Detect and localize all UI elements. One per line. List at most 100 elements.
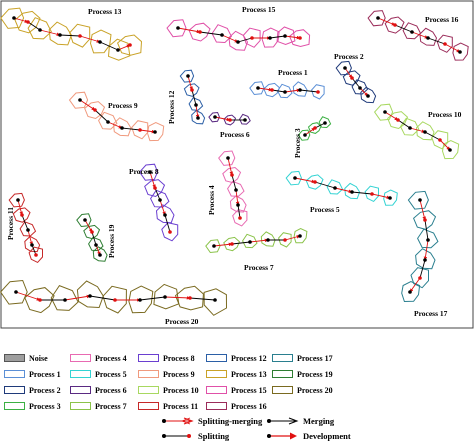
track-link <box>269 35 286 39</box>
track-node <box>268 36 272 40</box>
track-link <box>59 34 81 37</box>
track-link <box>351 191 373 195</box>
process-label-1: Process 1 <box>278 68 308 77</box>
cell-polygon <box>227 180 245 197</box>
track-node <box>266 238 270 242</box>
track-link <box>199 31 223 36</box>
cell-polygon <box>188 97 204 111</box>
cell-polygon <box>14 10 41 34</box>
symbol-label: Development <box>303 431 351 441</box>
cell-polygon <box>203 288 228 316</box>
process-label-8: Process 8 <box>129 167 159 176</box>
cell-polygon <box>12 207 31 223</box>
track-node <box>358 86 362 90</box>
process-label-19: Process 19 <box>107 224 116 258</box>
track-link <box>189 297 216 301</box>
track-node <box>20 213 24 217</box>
legend-label: Process 2 <box>29 385 61 395</box>
cell-polygon <box>98 111 118 130</box>
legend-swatch <box>206 386 227 394</box>
track-node <box>426 36 430 40</box>
legend-splitting-merging: Splitting-merging <box>160 416 262 426</box>
legend-swatch <box>138 354 159 362</box>
development-arrow <box>227 157 234 176</box>
development-arrow <box>13 17 29 23</box>
track-node <box>343 66 347 70</box>
development-arrow <box>164 296 191 300</box>
development-arrow <box>377 17 396 26</box>
legend-item: Process 4 <box>70 352 127 364</box>
development-arrow <box>17 199 23 216</box>
track-node <box>194 103 198 107</box>
track-node <box>248 240 252 244</box>
track-link <box>121 127 141 131</box>
legend-item: Process 8 <box>138 352 195 364</box>
process-1-cluster <box>249 81 325 100</box>
track-node <box>38 28 42 32</box>
process-label-20: Process 20 <box>165 317 199 326</box>
track-node <box>198 30 202 34</box>
legend-item: Process 7 <box>70 400 127 412</box>
cell-polygon <box>48 21 72 46</box>
track-node <box>418 276 422 280</box>
track-node <box>236 203 240 207</box>
cell-polygon <box>441 139 460 160</box>
track-link <box>99 41 119 51</box>
track-link <box>271 89 286 93</box>
cell-polygon <box>285 170 302 186</box>
legend-label: Process 20 <box>297 385 333 395</box>
track-node <box>16 198 20 202</box>
track-node <box>410 30 414 34</box>
track-node <box>283 238 287 242</box>
cell-polygon <box>0 7 25 29</box>
legend-swatch <box>4 386 25 394</box>
track-node <box>153 130 157 134</box>
cell-polygon <box>311 84 325 100</box>
legend-swatch <box>272 370 293 378</box>
development-arrow <box>79 35 101 43</box>
cell-polygon <box>205 239 221 254</box>
process-label-16: Process 16 <box>425 15 459 24</box>
track-node <box>426 238 430 242</box>
track-node <box>298 88 302 92</box>
track-node <box>186 74 190 78</box>
track-node <box>148 170 152 174</box>
process-label-10: Process 10 <box>428 110 462 119</box>
legend-item: Process 6 <box>70 384 127 396</box>
track-link <box>164 214 171 233</box>
cell-polygon <box>28 246 43 264</box>
cell-polygon <box>342 70 361 86</box>
process-label-6: Process 6 <box>220 130 250 139</box>
symbol-label: Splitting-merging <box>198 416 263 426</box>
legend-swatch <box>70 354 91 362</box>
cell-polygon <box>431 130 449 150</box>
development-arrow <box>177 27 201 34</box>
track-node <box>34 253 38 257</box>
track-node <box>83 218 87 222</box>
development-arrow <box>257 87 273 92</box>
track-node <box>423 258 427 262</box>
legend-swatch <box>70 386 91 394</box>
track-node <box>388 196 392 200</box>
development-arrow <box>27 229 33 246</box>
legend-item: Process 2 <box>4 384 61 396</box>
cell-polygon <box>293 227 308 244</box>
cell-polygon <box>223 114 237 126</box>
track-node <box>438 138 442 142</box>
cell-polygon <box>288 29 311 48</box>
legend-label: Process 6 <box>95 385 127 395</box>
track-node <box>383 110 387 114</box>
cell-polygon <box>88 236 104 252</box>
legend-item: Process 1 <box>4 368 61 380</box>
cell-polygon <box>292 81 308 97</box>
track-link <box>424 219 429 241</box>
development-arrow <box>284 35 301 40</box>
cell-polygon <box>452 42 469 61</box>
cell-polygon <box>242 27 261 48</box>
development-arrow <box>284 88 301 93</box>
track-node <box>234 188 238 192</box>
track-node <box>38 298 42 302</box>
symbol-label: Merging <box>303 416 335 426</box>
development-arrow <box>84 219 93 233</box>
